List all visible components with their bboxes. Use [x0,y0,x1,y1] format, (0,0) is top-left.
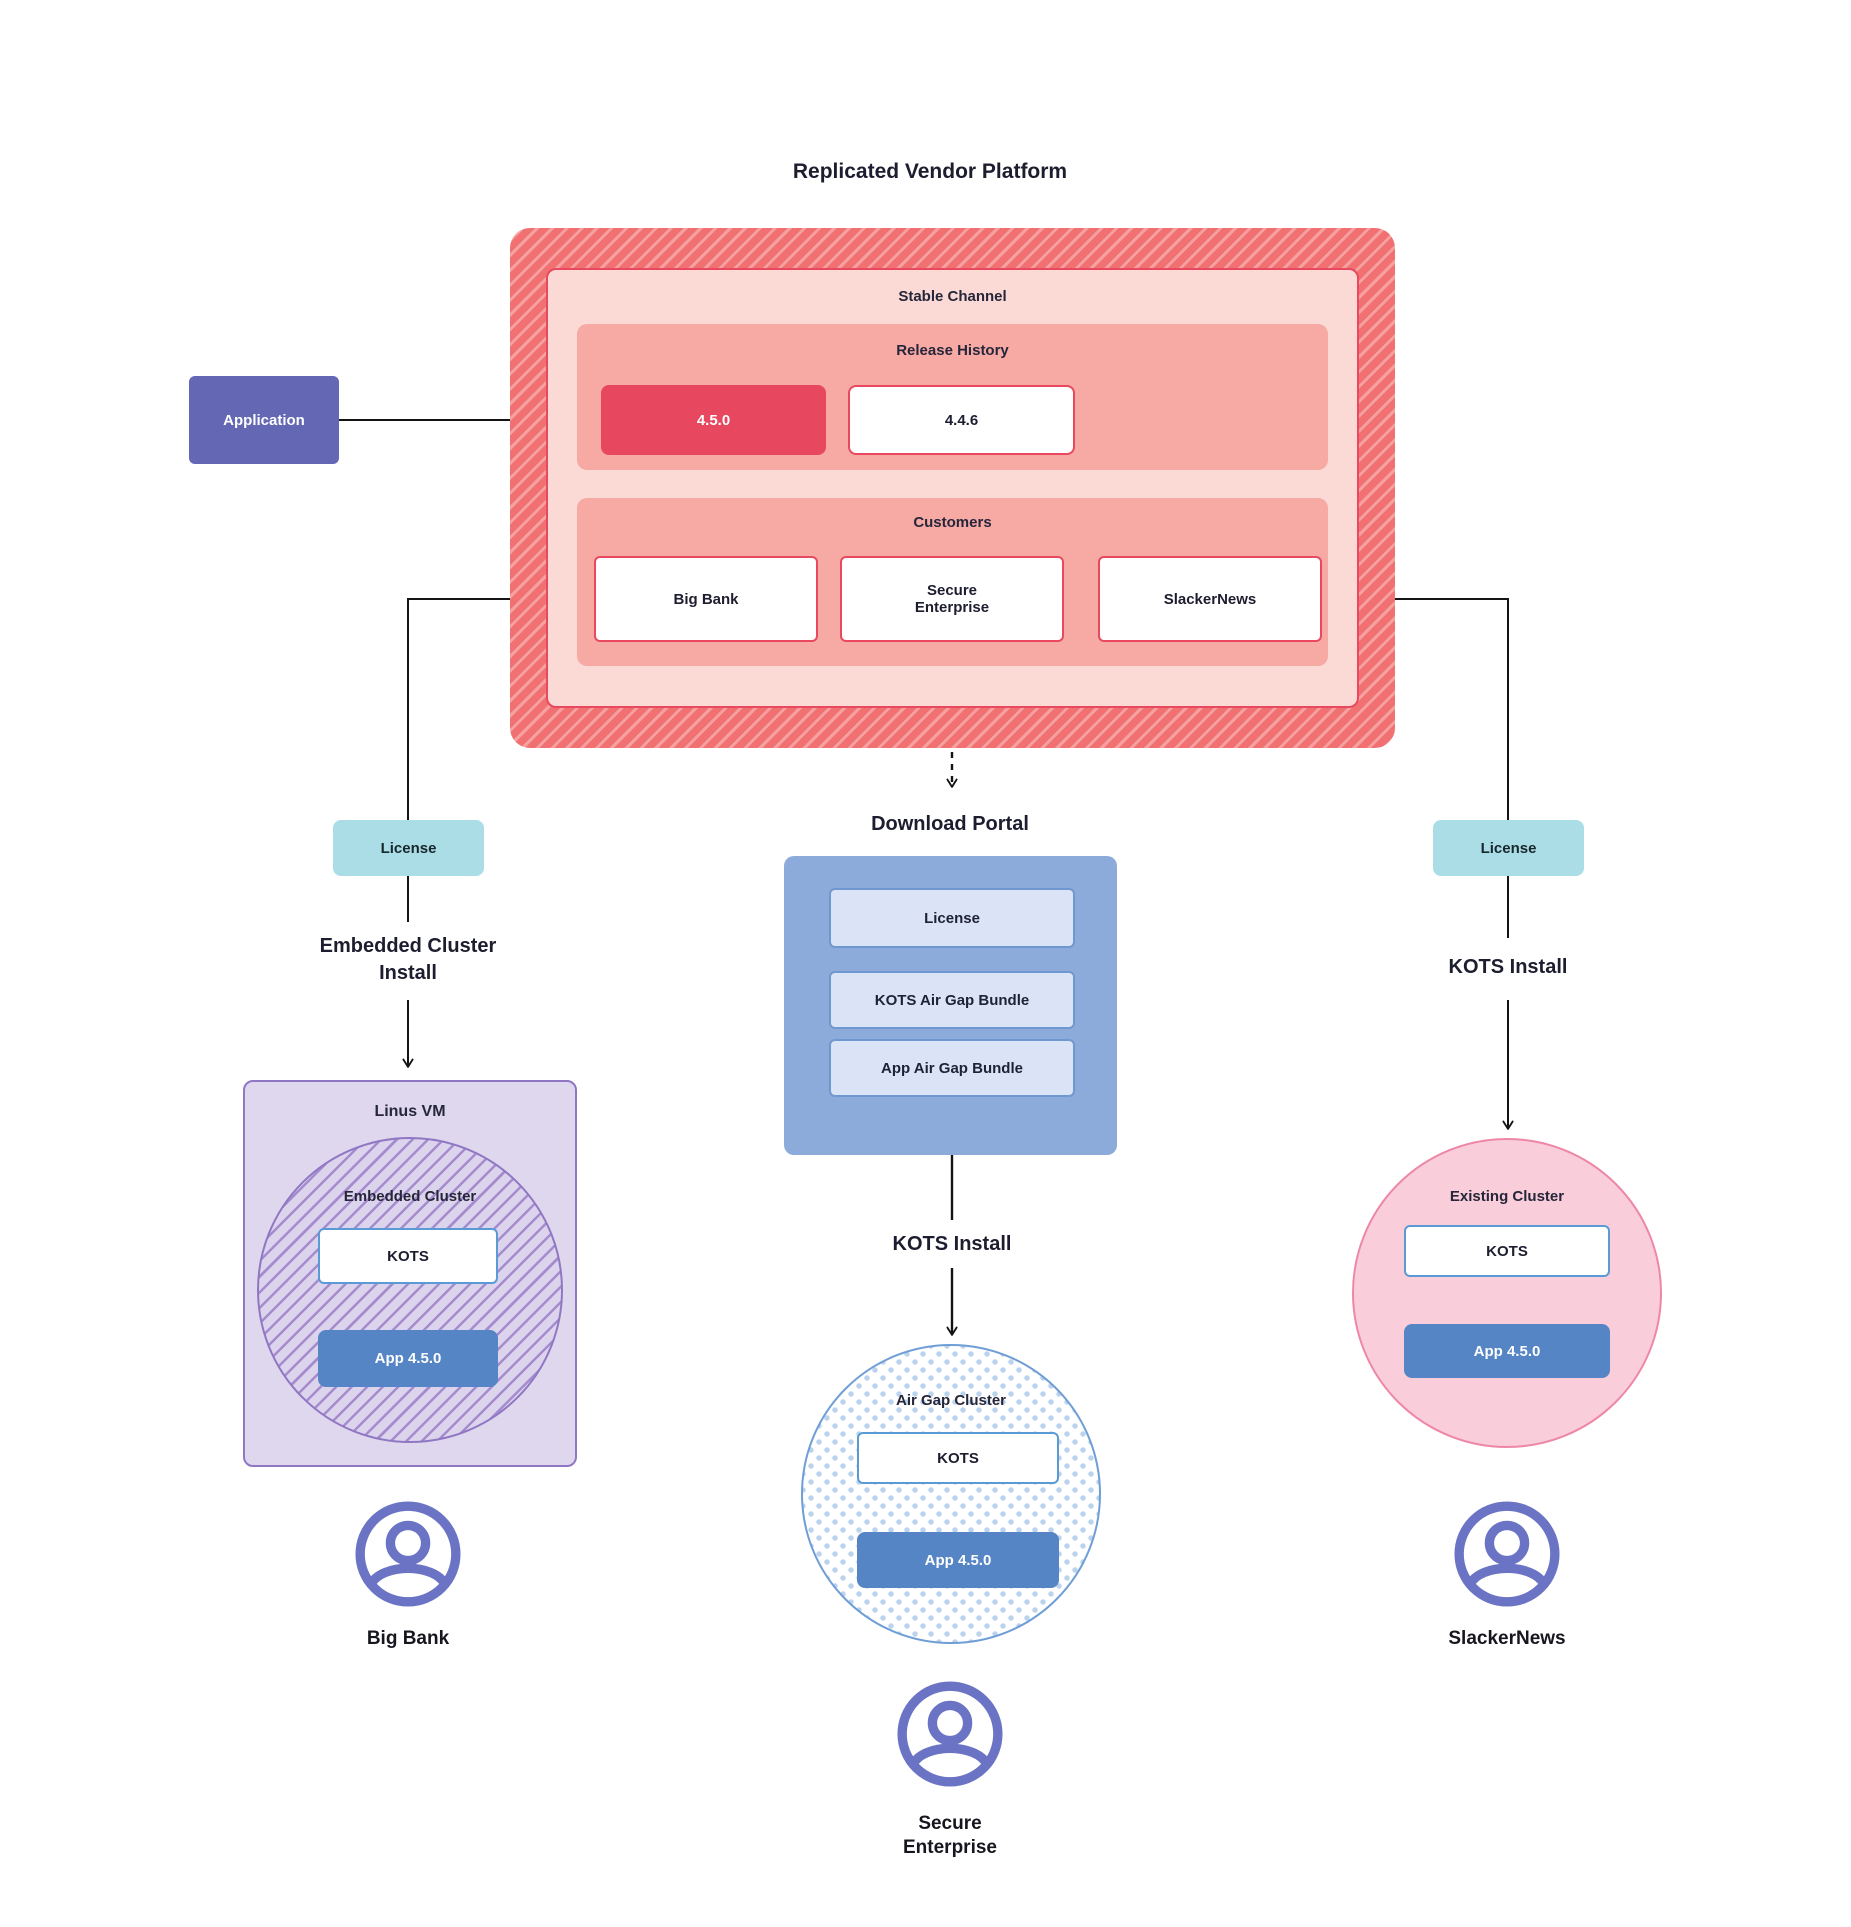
license-box-right: License [1433,820,1584,876]
customer-box-big-bank: Big Bank [594,556,818,642]
kots-box-right: KOTS [1404,1225,1610,1277]
license-box-left: License [333,820,484,876]
customer-box-big-bank-label: Big Bank [673,590,739,608]
slackernews-name-label: SlackerNews [1448,1628,1566,1650]
customer-box-secure-enterprise-label: Secure Enterprise [914,582,990,616]
linus-vm-label: Linus VM [374,1103,446,1120]
release-version-450: 4.5.0 [601,385,826,455]
portal-item-kots-bundle: KOTS Air Gap Bundle [829,971,1075,1029]
diagram-title: Replicated Vendor Platform [792,160,1068,183]
app-box-middle: App 4.5.0 [857,1532,1059,1588]
customer-box-slackernews: SlackerNews [1098,556,1322,642]
portal-item-app-bundle: App Air Gap Bundle [829,1039,1075,1097]
stable-channel-label: Stable Channel [898,287,1007,305]
customers-label: Customers [913,513,992,531]
release-history-label: Release History [896,341,1009,359]
person-icon-big-bank [355,1501,461,1607]
air-gap-cluster-label: Air Gap Cluster [895,1391,1007,1409]
person-icon-secure-enterprise [897,1681,1003,1787]
customer-box-slackernews-label: SlackerNews [1163,590,1257,608]
kots-box-left: KOTS [318,1228,498,1284]
app-box-left: App 4.5.0 [318,1330,498,1387]
download-portal-title: Download Portal [871,812,1029,835]
portal-item-license: License [829,888,1075,948]
secure-enterprise-name-label: Secure Enterprise [903,1813,997,1858]
kots-box-middle: KOTS [857,1432,1059,1484]
existing-cluster-label: Existing Cluster [1449,1187,1565,1205]
customer-box-secure-enterprise: Secure Enterprise [840,556,1064,642]
kots-install-label-right: KOTS Install [1448,955,1568,978]
air-gap-cluster-circle [801,1344,1101,1644]
person-icon-slackernews [1454,1501,1560,1607]
app-box-right: App 4.5.0 [1404,1324,1610,1378]
existing-cluster-circle [1352,1138,1662,1448]
embedded-cluster-install-label: Embedded Cluster Install [319,935,497,984]
kots-install-label-middle: KOTS Install [892,1232,1012,1255]
application-box: Application [189,376,339,464]
big-bank-name-label: Big Bank [366,1628,450,1650]
embedded-cluster-circle [257,1137,563,1443]
embedded-cluster-label: Embedded Cluster [343,1187,477,1205]
release-version-446: 4.4.6 [848,385,1075,455]
